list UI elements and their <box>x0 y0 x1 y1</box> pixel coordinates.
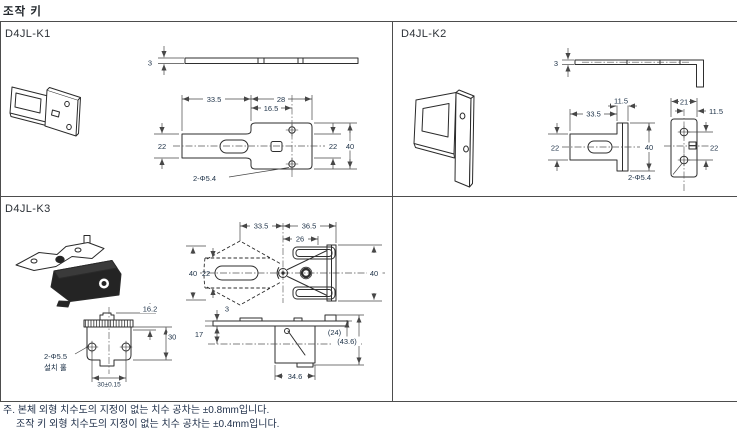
k2-isometric-view <box>413 89 475 188</box>
row-divider <box>0 196 737 198</box>
table-top-border <box>0 21 737 23</box>
k3-dim-33-5: 33.5 <box>254 222 269 231</box>
k1-top-view: 33.5 28 16.5 22 22 40 2-Φ5.4 <box>154 94 357 183</box>
k3-rivet <box>300 267 312 279</box>
page-title: 조작 키 <box>3 6 42 18</box>
k2-dim-11-5: 11.5 <box>614 97 628 106</box>
k2-drawing: 3 <box>413 48 723 193</box>
k3-dim-36-5: 36.5 <box>302 222 317 231</box>
k3-section-label: D4JL-K3 <box>5 203 51 215</box>
k2-side-view: 3 <box>554 48 704 88</box>
k3-dim-16-2: 16.2 <box>143 305 158 314</box>
k1-dim-28: 28 <box>277 95 285 104</box>
k3-hub <box>278 268 288 278</box>
table-bottom-border <box>0 401 737 403</box>
k1-dim-16-5: 16.5 <box>264 104 279 113</box>
footnote-line-2: 조작 키 외형 치수도의 지정이 없는 치수 공차는 ±0.4mm입니다. <box>16 418 280 430</box>
k1-dim-thickness: 3 <box>148 59 152 68</box>
k3-dim-24: (24) <box>328 328 342 337</box>
k3-key-edge-hatched <box>83 319 134 328</box>
k1-section-label: D4JL-K1 <box>5 28 51 40</box>
k2-dim-33-5: 33.5 <box>586 110 601 119</box>
k1-dim-33-5: 33.5 <box>207 95 222 104</box>
k3-dim-17: 17 <box>195 330 203 339</box>
k3-top-view: 33.5 36.5 26 40 22 40 <box>186 221 385 306</box>
k2-dim-21: 21 <box>680 98 688 107</box>
k2-iso-hole-top <box>459 112 466 120</box>
k3-dim-30: 30 <box>168 333 176 342</box>
k3-front-view: 16.2 30 2-Φ5.5 설치 홀 30±0.15 <box>44 303 179 389</box>
k3-dim-26: 26 <box>296 235 304 244</box>
k1-drawing: 3 <box>9 46 359 183</box>
k2-dim-22-right: 22 <box>710 144 718 153</box>
k2-dim-40: 40 <box>645 143 653 152</box>
k1-dim-22-left: 22 <box>158 142 166 151</box>
k1-side-view: 3 <box>148 46 359 75</box>
k1-plate-outline <box>181 122 313 170</box>
k3-body-outline <box>86 326 132 367</box>
k2-front-view: 33.5 11.5 22 40 <box>548 96 656 172</box>
column-divider <box>392 21 394 402</box>
k3-dim-43-6: (43.6) <box>337 337 357 346</box>
k1-slot <box>219 139 249 154</box>
k2-dim-11-5-right: 11.5 <box>709 107 723 116</box>
k2-dim-22-left: 22 <box>551 144 559 153</box>
k3-dim-30-tol: 30±0.15 <box>97 382 121 389</box>
k1-iso-hole-top <box>64 100 70 108</box>
k3-side-view: 3 17 (24) (43.6) 34.6 <box>195 305 364 381</box>
k3-holes-label-2: 설치 홀 <box>44 362 67 372</box>
k2-iso-hole-bottom <box>463 145 469 153</box>
k2-section-label: D4JL-K2 <box>401 28 447 40</box>
k3-isometric-view <box>15 235 122 308</box>
k3-slot <box>214 265 259 281</box>
footnotes: 주. 본체 외형 치수도의 지정이 없는 치수 공차는 ±0.8mm입니다. 조… <box>3 404 279 431</box>
k2-flange-view: 21 11.5 22 2-Φ5.4 <box>628 98 723 193</box>
k1-isometric-view <box>9 86 81 137</box>
k3-dim-40-left: 40 <box>189 269 197 278</box>
k1-holes-label: 2-Φ5.4 <box>193 174 216 183</box>
k3-dim-40-right: 40 <box>370 269 378 278</box>
k3-dim-34-6: 34.6 <box>288 372 303 381</box>
k3-holes-label: 2-Φ5.5 <box>44 352 67 361</box>
k3-dim-thickness: 3 <box>225 305 229 314</box>
k2-front-outline <box>569 122 629 172</box>
k3-drawing: 33.5 36.5 26 40 22 40 <box>15 221 385 389</box>
k2-dim-thickness: 3 <box>554 59 558 68</box>
k3-dim-22: 22 <box>202 269 210 278</box>
k1-iso-hole-bottom <box>66 123 72 131</box>
footnote-line-1: 주. 본체 외형 치수도의 지정이 없는 치수 공차는 ±0.8mm입니다. <box>3 405 270 416</box>
k1-dim-40: 40 <box>346 142 354 151</box>
k3-side-body <box>274 325 316 364</box>
k1-dim-22-right: 22 <box>329 142 337 151</box>
table-left-border <box>0 21 1 402</box>
k2-holes-label: 2-Φ5.4 <box>628 173 651 182</box>
